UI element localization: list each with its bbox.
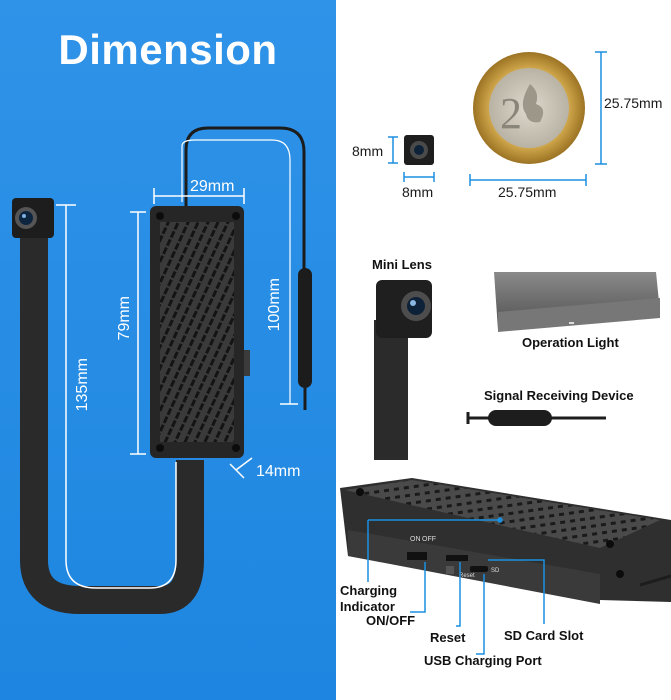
device-closeup: ON OFF Reset SD: [340, 478, 671, 604]
svg-text:2: 2: [500, 89, 522, 138]
ribbon-cable: [20, 236, 204, 614]
sd-card-slot-label: SD Card Slot: [504, 628, 584, 643]
mini-lens-small: [404, 135, 434, 165]
reset-text: Reset: [459, 573, 475, 579]
cable-length-dimension: 100mm: [266, 278, 283, 332]
coin-width-dimension: 25.75mm: [498, 184, 557, 200]
operation-light-label: Operation Light: [522, 335, 619, 350]
charging-indicator-label: Charging Indicator: [340, 583, 398, 614]
coin: 2: [473, 52, 585, 164]
page-title: Dimension: [58, 26, 278, 73]
switch-on-text: ON: [410, 536, 421, 543]
sd-text: SD: [491, 568, 500, 574]
lens-width-dimension: 8mm: [402, 184, 434, 200]
lens-height-dimension: 8mm: [352, 143, 384, 159]
operation-light-box: [494, 272, 660, 332]
mini-lens-ribbon: [374, 280, 432, 460]
on-off-label: ON/OFF: [366, 613, 416, 628]
mini-lens-label: Mini Lens: [372, 257, 432, 272]
width-dimension: 29mm: [190, 178, 235, 195]
depth-dimension: 14mm: [256, 463, 301, 480]
switch-off-text: OFF: [422, 536, 436, 543]
module-height-dimension: 79mm: [116, 296, 133, 341]
signal-device-label: Signal Receiving Device: [484, 388, 634, 403]
ribbon-length-dimension: 135mm: [74, 358, 91, 412]
coin-height-dimension: 25.75mm: [604, 95, 663, 111]
reset-label: Reset: [430, 630, 466, 645]
callout-lines: [367, 517, 545, 655]
signal-receiving-device: [466, 410, 606, 426]
camera-lens: [12, 198, 54, 238]
main-module: [150, 206, 250, 458]
usb-charging-port-label: USB Charging Port: [424, 653, 542, 668]
